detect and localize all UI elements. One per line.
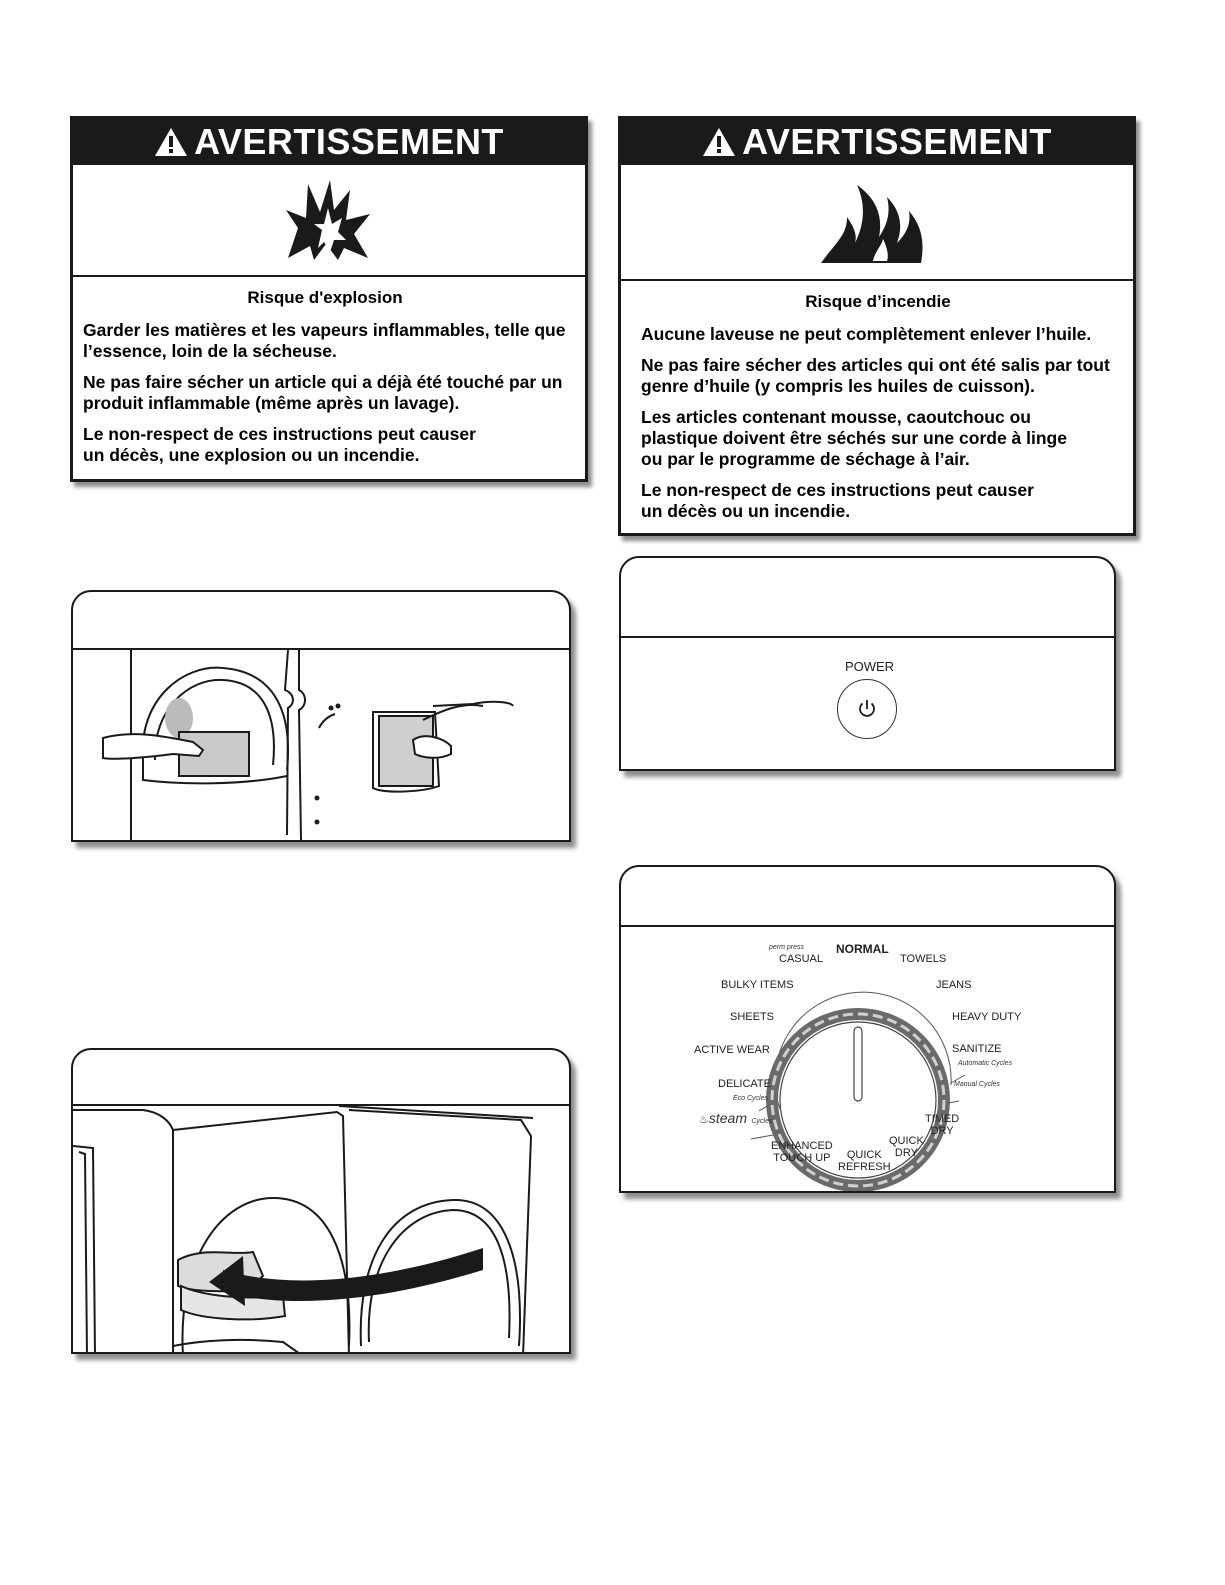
cycle-normal-label[interactable]: NORMAL [836, 942, 889, 956]
power-panel: POWER [619, 556, 1116, 771]
cycle-dial-graphic [750, 991, 966, 1191]
power-button[interactable] [837, 679, 897, 739]
explosion-icon [286, 180, 370, 260]
warning-header: AVERTISSEMENT [621, 119, 1133, 165]
cycle-dial-panel: NORMAL perm press CASUAL TOWELS BULKY IT… [619, 865, 1116, 1193]
panel-header [73, 1050, 569, 1106]
warning-paragraph: Le non-respect de ces instructions peut … [83, 424, 476, 465]
warning-paragraph: Les articles contenant mousse, caoutchou… [641, 407, 1067, 469]
eco-cycles-label: Eco Cycles [733, 1095, 769, 1102]
fire-icon-area [621, 165, 1133, 281]
warning-paragraph: Ne pas faire sécher des articles qui ont… [641, 355, 1110, 396]
load-dryer-panel [71, 1048, 571, 1354]
power-label: POWER [844, 659, 895, 674]
warning-paragraph: Ne pas faire sécher un article qui a déj… [83, 372, 563, 413]
manual-cycles-label: Manual Cycles [954, 1081, 1000, 1088]
warning-paragraph: Garder les matières et les vapeurs infla… [83, 320, 566, 361]
cycle-sanitize-label[interactable]: SANITIZE [952, 1043, 1002, 1055]
warning-box-explosion: AVERTISSEMENT Risque d'explosion Garder … [70, 116, 588, 482]
risk-title: Risque d’incendie [805, 292, 951, 311]
steam-logo: ♨steam Cycles [699, 1110, 772, 1128]
warning-header-text: AVERTISSEMENT [194, 121, 504, 162]
cycle-bulky-items-label[interactable]: BULKY ITEMS [721, 979, 794, 991]
panel-header [73, 592, 569, 650]
steam-icon: ♨ [699, 1114, 709, 1126]
cycle-casual-label[interactable]: CASUAL [779, 953, 824, 965]
panel-header [621, 867, 1114, 927]
warning-paragraph: Le non-respect de ces instructions peut … [641, 480, 1034, 521]
cycle-sheets-label[interactable]: SHEETS [730, 1011, 775, 1023]
cycle-heavy-duty-label[interactable]: HEAVY DUTY [952, 1011, 1022, 1023]
panel-header [621, 558, 1114, 638]
warning-header: AVERTISSEMENT [73, 119, 585, 165]
lint-filter-illustration [102, 650, 514, 840]
warning-triangle-icon [155, 128, 188, 156]
warning-box-fire: AVERTISSEMENT Risque d’incendie Aucune l… [618, 116, 1136, 536]
warning-body: Risque d'explosion Garder les matières e… [73, 277, 585, 466]
fire-icon [821, 185, 923, 263]
cycle-jeans-label[interactable]: JEANS [936, 979, 972, 991]
warning-body: Risque d’incendie Aucune laveuse ne peut… [621, 281, 1133, 522]
lint-filter-panel [71, 590, 571, 842]
warning-paragraph: Aucune laveuse ne peut complètement enle… [641, 324, 1092, 344]
power-icon [859, 700, 875, 717]
cycle-towels-label[interactable]: TOWELS [900, 953, 947, 965]
automatic-cycles-label: Automatic Cycles [958, 1060, 1013, 1067]
load-dryer-illustration [73, 1106, 534, 1352]
steam-label: steam [708, 1110, 747, 1126]
warning-triangle-icon [703, 128, 736, 156]
cycle-active-wear-label[interactable]: ACTIVE WEAR [694, 1044, 770, 1056]
warning-header-text: AVERTISSEMENT [742, 121, 1052, 162]
risk-title: Risque d'explosion [247, 288, 403, 307]
explosion-icon-area [73, 165, 585, 277]
cycle-delicate-label[interactable]: DELICATE [718, 1078, 771, 1090]
perm-press-label: perm press [769, 944, 805, 951]
steam-cycles-label: Cycles [751, 1118, 773, 1125]
